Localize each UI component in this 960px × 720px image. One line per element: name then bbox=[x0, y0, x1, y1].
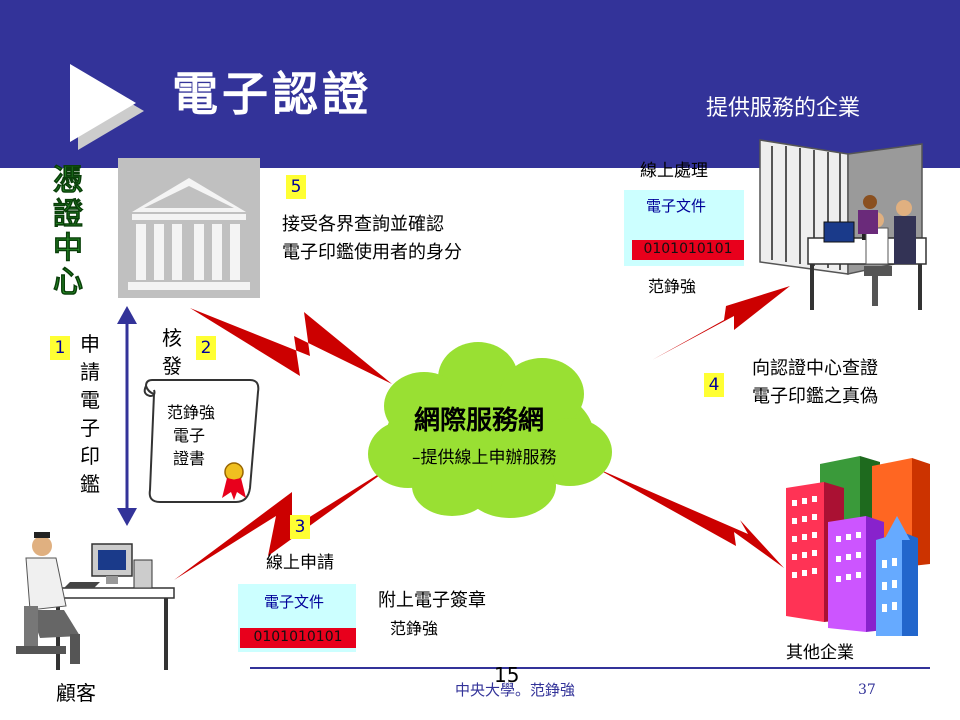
apply-seal-vertical-label: 申 請 電 子 印 鑑 bbox=[80, 332, 100, 496]
cloud-main-label: 網際服務網 bbox=[414, 406, 545, 436]
online-processing-doc-title: 電子文件 bbox=[646, 197, 707, 215]
header-band bbox=[0, 0, 960, 168]
step-4-badge: 4 bbox=[704, 373, 724, 397]
authority-vertical-label: 憑 證 中 心 bbox=[53, 163, 84, 300]
step-3-badge: 3 bbox=[290, 515, 310, 539]
bolt-customer bbox=[174, 462, 398, 580]
page-number: 37 bbox=[858, 682, 876, 698]
online-apply-doc-title: 電子文件 bbox=[264, 593, 325, 611]
bolt-authority bbox=[190, 308, 392, 384]
signature-label: 附上電子簽章 bbox=[378, 590, 486, 611]
page-title: 電子認證 bbox=[172, 67, 372, 121]
city-buildings-icon bbox=[786, 456, 930, 636]
bank-building-icon bbox=[118, 158, 260, 298]
page-subtitle: 提供服務的企業 bbox=[706, 96, 861, 121]
footer-credit: 中央大學。范錚強 bbox=[455, 681, 576, 699]
step-2-badge: 2 bbox=[196, 336, 216, 360]
online-apply-binary: 0101010101 bbox=[240, 628, 356, 648]
step-5-line-1: 接受各界查詢並確認 bbox=[282, 214, 444, 235]
online-apply-signer: 范錚強 bbox=[390, 619, 439, 638]
step-1-badge: 1 bbox=[50, 336, 70, 360]
cloud-sub-label: –提供線上申辦服務 bbox=[412, 448, 557, 468]
verify-line-1: 向認證中心查證 bbox=[752, 358, 878, 379]
office-workers-icon bbox=[759, 139, 927, 310]
play-triangle-icon bbox=[70, 64, 144, 150]
online-apply-label: 線上申請 bbox=[266, 553, 334, 573]
issue-vertical-label: 核 發 bbox=[162, 326, 182, 378]
double-arrow-icon bbox=[117, 306, 137, 526]
bolt-other bbox=[596, 468, 784, 568]
verify-line-2: 電子印鑑之真偽 bbox=[752, 386, 878, 407]
step-5-badge: 5 bbox=[286, 175, 306, 199]
step-5-line-2: 電子印鑑使用者的身分 bbox=[282, 242, 462, 263]
online-processing-document: 電子文件 0101010101 bbox=[624, 190, 744, 266]
slide-number: 15 bbox=[494, 663, 520, 687]
certificate-line-3: 證書 bbox=[172, 449, 205, 468]
online-processing-label: 線上處理 bbox=[640, 161, 708, 181]
footer-rule bbox=[250, 667, 930, 669]
online-apply-document: 電子文件 0101010101 bbox=[238, 584, 356, 652]
customer-at-computer-icon bbox=[16, 532, 175, 670]
cloud-icon bbox=[368, 342, 612, 518]
other-business-label: 其他企業 bbox=[786, 643, 854, 663]
certificate-line-1: 范錚強 bbox=[166, 403, 215, 422]
online-processing-signer: 范錚強 bbox=[648, 277, 697, 296]
certificate-scroll-icon bbox=[143, 379, 260, 503]
customer-label: 顧客 bbox=[56, 681, 96, 705]
bolt-business bbox=[652, 286, 790, 360]
online-processing-binary: 0101010101 bbox=[632, 240, 744, 260]
certificate-line-2: 電子 bbox=[172, 426, 205, 445]
